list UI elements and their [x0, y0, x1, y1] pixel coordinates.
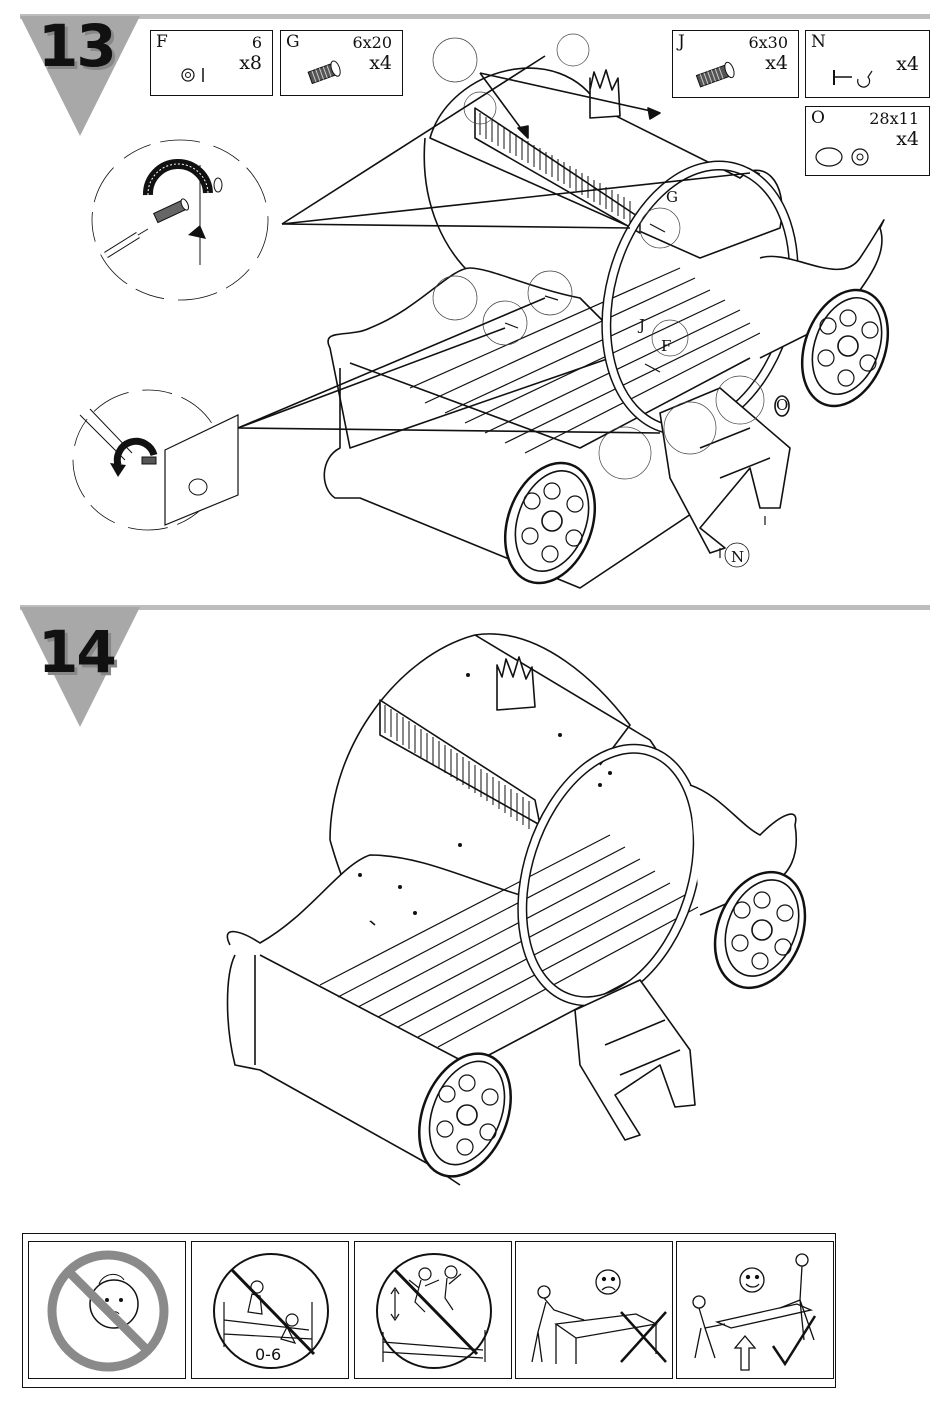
callout-f: F [661, 337, 671, 355]
warning-correct-lifting [676, 1241, 834, 1379]
part-size: 6 [252, 34, 262, 52]
detail-drilling-icon [88, 135, 288, 315]
step-14-assembled-bed-diagram [220, 625, 840, 1195]
warning-panel: 0-6 [22, 1233, 836, 1388]
callout-g: G [666, 188, 678, 206]
no-jumping-icon [355, 1242, 513, 1380]
washer-icon [177, 65, 227, 95]
warning-age-restriction: 0-6 [191, 1241, 349, 1379]
step-13-divider [20, 14, 930, 19]
warning-no-infants [28, 1241, 186, 1379]
part-qty: x8 [239, 52, 262, 74]
step-13-number: 13 [38, 12, 115, 80]
detail-screwing-icon [70, 385, 270, 535]
correct-lift-icon [677, 1242, 835, 1380]
no-young-children-icon: 0-6 [192, 1242, 350, 1380]
callout-j: J [639, 316, 645, 334]
wrong-lift-icon [516, 1242, 674, 1380]
step-14-number: 14 [38, 618, 115, 686]
step-14-divider [20, 605, 930, 610]
part-letter: F [156, 32, 168, 52]
callout-n-circle [723, 541, 753, 571]
warning-no-jumping [354, 1241, 512, 1379]
callout-o: O [776, 396, 788, 414]
warning-wrong-lifting [515, 1241, 673, 1379]
no-baby-icon [29, 1242, 187, 1380]
part-box-f: F 6 x8 [150, 30, 273, 96]
age-range-label: 0-6 [255, 1345, 281, 1364]
step-13-assembly-diagram [280, 28, 900, 598]
